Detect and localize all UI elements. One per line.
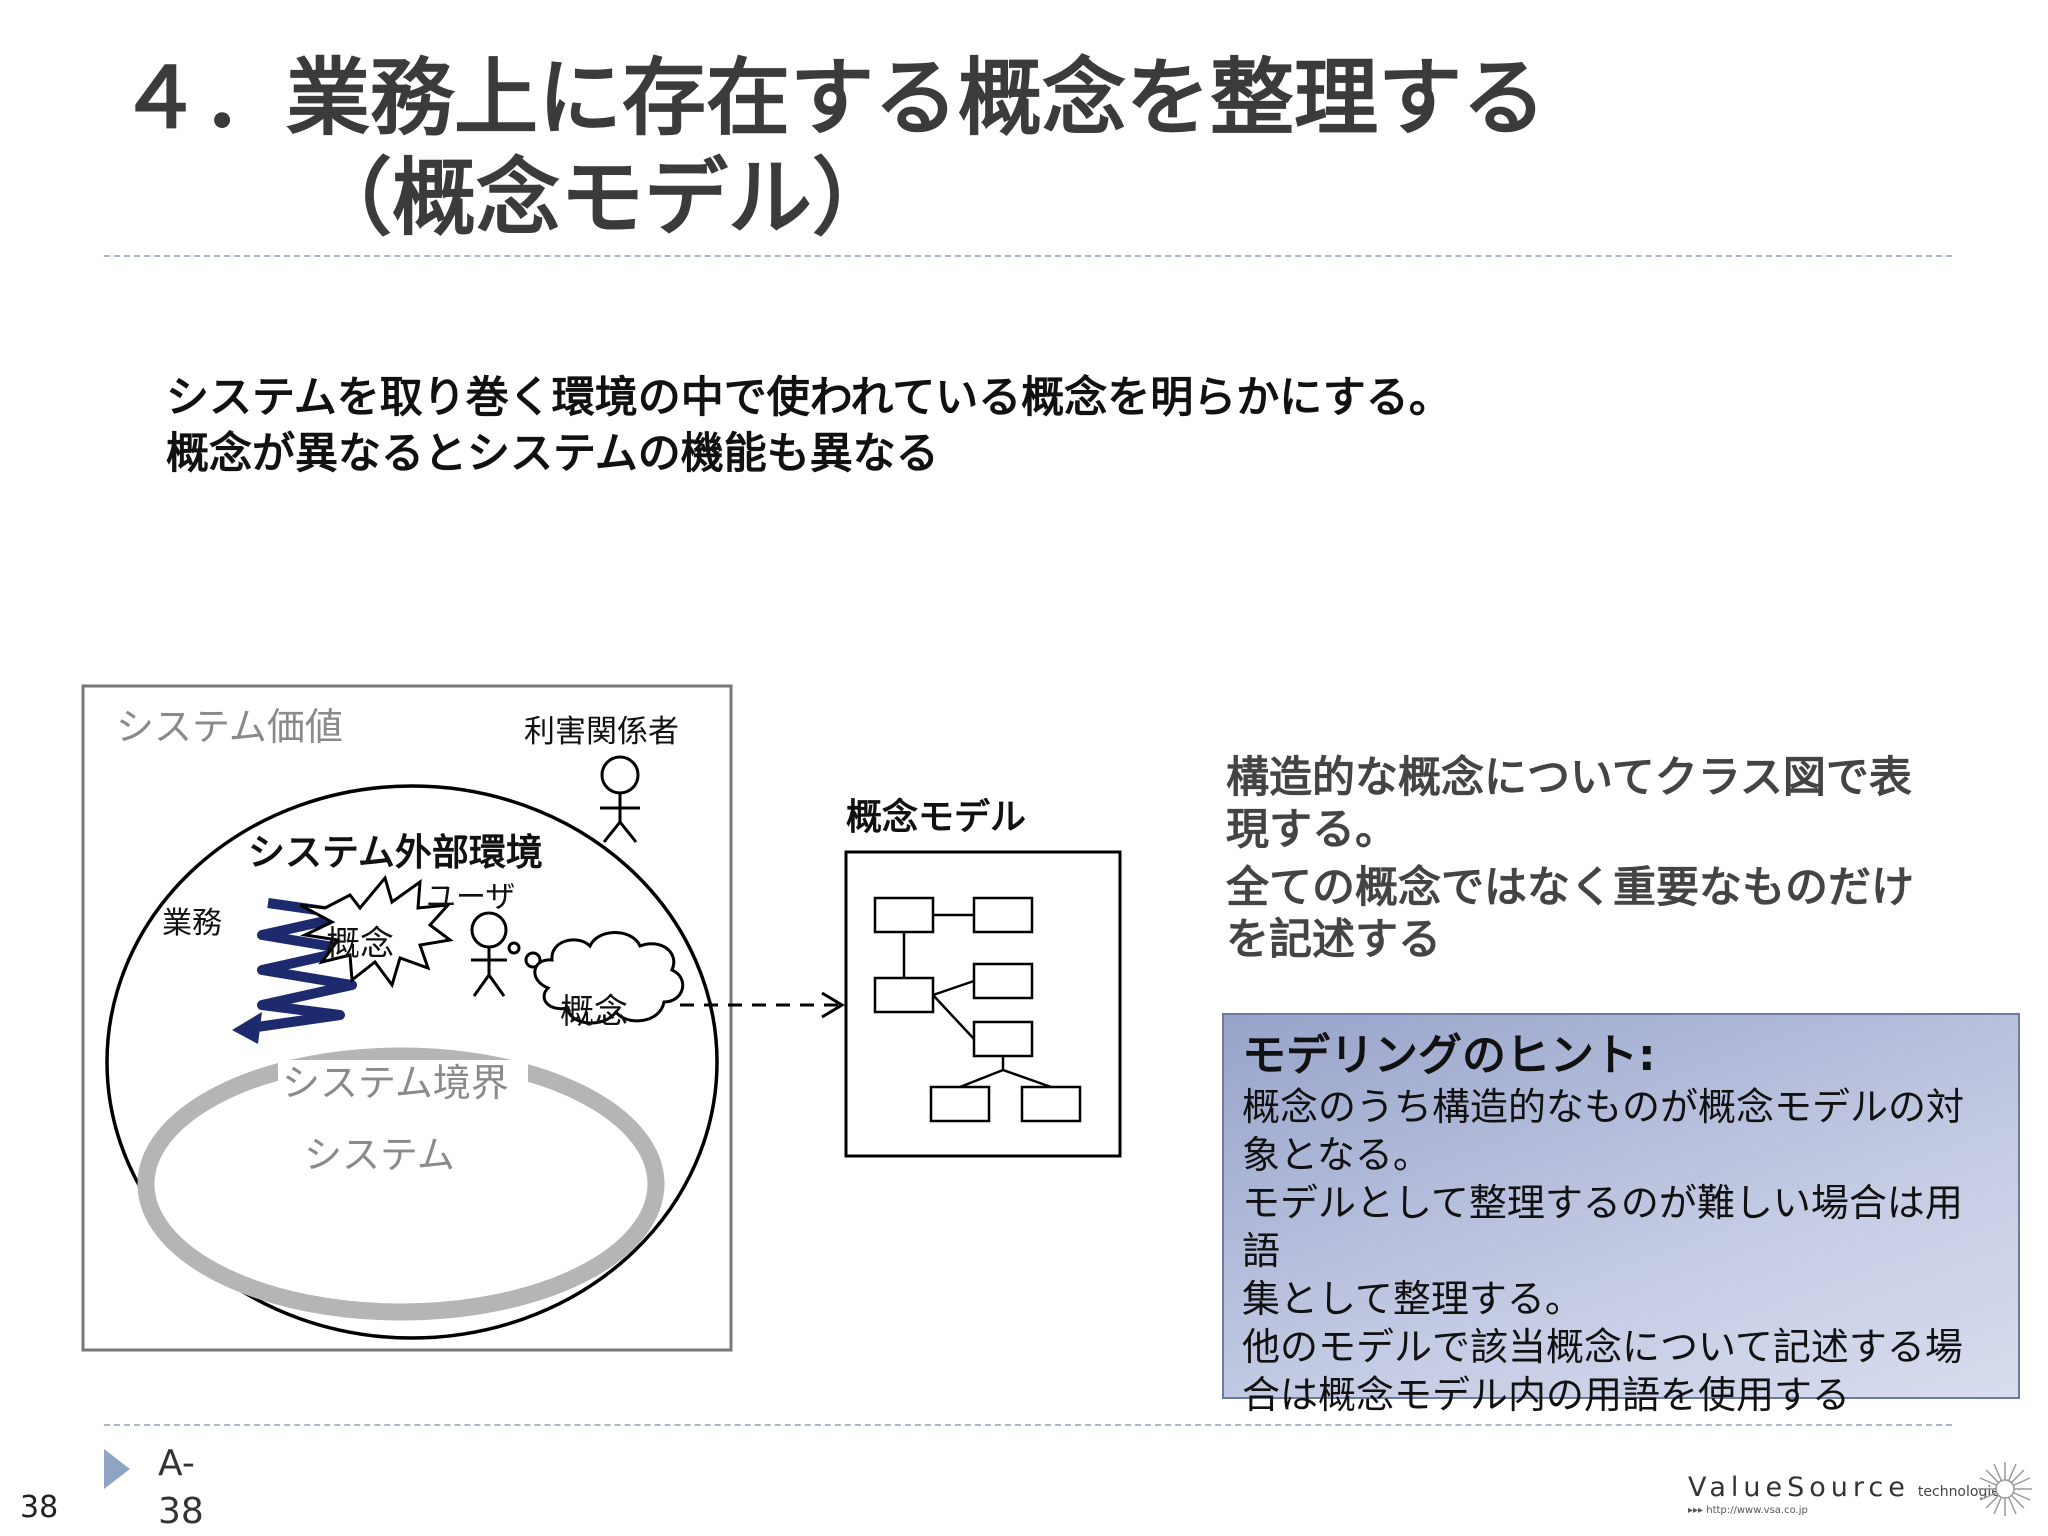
stakeholder-label: 利害関係者	[524, 706, 679, 751]
notes-line-3: 全ての概念ではなく重要なものだけ	[1226, 862, 2048, 914]
slide-id: A- 38	[158, 1440, 204, 1536]
business-label: 業務	[162, 898, 222, 942]
notes-line-2: 現する。	[1226, 804, 2048, 856]
concept-burst-label: 概念	[326, 916, 394, 965]
logo-main-text: ValueSource	[1688, 1472, 1910, 1503]
system-label: システム	[304, 1124, 455, 1179]
slide-id-prefix: A-	[158, 1440, 204, 1488]
notes-line-4: を記述する	[1226, 914, 2048, 966]
hint-line: 集として整理する。	[1242, 1275, 2000, 1323]
footer-divider	[104, 1424, 1952, 1426]
concept-model-diagram	[846, 852, 1120, 1156]
hint-line: モデルとして整理するのが難しい場合は用語	[1242, 1179, 2000, 1275]
concept-cloud-label: 概念	[560, 984, 628, 1033]
footer-triangle-icon	[104, 1449, 130, 1489]
notes-line-1: 構造的な概念についてクラス図で表	[1226, 752, 2048, 804]
modeling-hint-box: モデリングのヒント: 概念のうち構造的なものが概念モデルの対 象となる。 モデル…	[1222, 1013, 2020, 1399]
logo-url: ▸▸▸ http://www.vsa.co.jp	[1688, 1505, 2007, 1516]
user-label: ユーザ	[426, 872, 515, 916]
hint-line: 他のモデルで該当概念について記述する場	[1242, 1323, 2000, 1371]
concept-model-label: 概念モデル	[846, 788, 1026, 840]
system-value-label: システム価値	[116, 696, 343, 751]
page-number: 38	[20, 1490, 58, 1525]
hint-heading: モデリングのヒント:	[1242, 1029, 2000, 1083]
hint-line: 概念のうち構造的なものが概念モデルの対	[1242, 1083, 2000, 1131]
system-boundary-label: システム境界	[282, 1052, 509, 1107]
hint-line: 象となる。	[1242, 1131, 2000, 1179]
hint-line: 合は概念モデル内の用語を使用する	[1242, 1371, 2000, 1419]
external-environment-label: システム外部環境	[248, 822, 543, 876]
notes-text: 構造的な概念についてクラス図で表 現する。 全ての概念ではなく重要なものだけ を…	[1226, 752, 2048, 966]
sun-logo-icon	[1976, 1460, 2034, 1518]
slide-id-number: 38	[158, 1488, 204, 1536]
